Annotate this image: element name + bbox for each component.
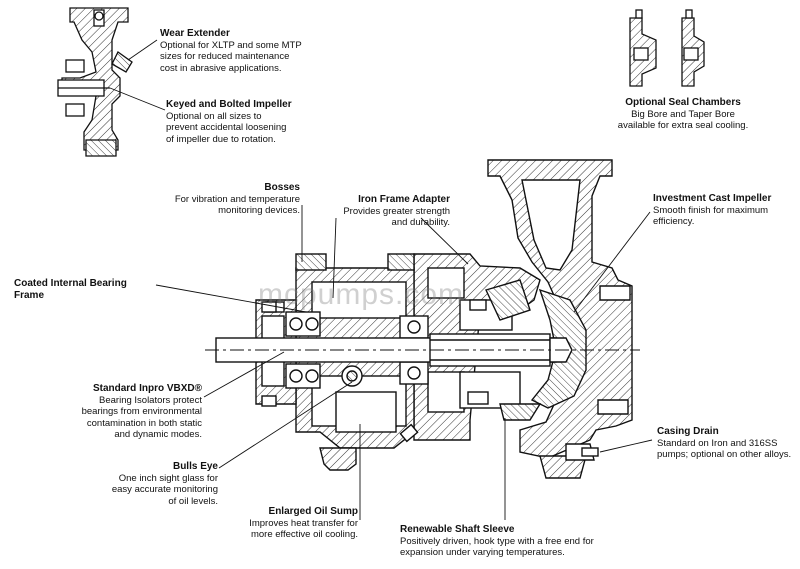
callout-title: Keyed and Bolted Impeller	[166, 99, 292, 110]
callout-seal-chambers: Optional Seal Chambers Big Bore and Tape…	[598, 97, 768, 132]
callout-line: Smooth finish for maximum	[653, 204, 769, 216]
callout-enlarged-oil-sump: Enlarged Oil Sump Improves heat transfer…	[218, 506, 358, 541]
inset-impeller-detail	[57, 7, 133, 157]
callout-line: Optional for XLTP and some MTP	[160, 39, 302, 51]
callout-title: Coated Internal Bearing Frame	[14, 278, 127, 301]
callout-line: One inch sight glass for	[118, 472, 218, 484]
callout-line: expansion under varying temperatures.	[400, 547, 565, 558]
callout-line: Improves heat transfer for	[249, 517, 358, 529]
callout-line: and durability.	[391, 217, 450, 228]
callout-line: cost in abrasive applications.	[160, 62, 282, 74]
callout-line: sizes for reduced maintenance	[160, 51, 290, 62]
callout-bulls-eye: Bulls Eye One inch sight glass for easy …	[90, 461, 218, 507]
callout-investment-cast-impeller: Investment Cast Impeller Smooth finish f…	[653, 193, 798, 228]
callout-title: Casing Drain	[657, 426, 719, 437]
callout-line: contamination in both static	[86, 417, 202, 429]
callout-title: Standard Inpro VBXD®	[92, 383, 202, 394]
callout-line: monitoring devices.	[218, 205, 300, 216]
callout-line: easy accurate monitoring	[111, 484, 218, 495]
callout-wear-extender: Wear Extender Optional for XLTP and some…	[160, 28, 340, 74]
callout-title: Iron Frame Adapter	[358, 194, 450, 205]
callout-line: of impeller due to rotation.	[166, 133, 276, 145]
callout-title: Renewable Shaft Sleeve	[400, 524, 515, 535]
callout-title: Enlarged Oil Sump	[268, 506, 358, 517]
callout-title: Wear Extender	[160, 28, 230, 39]
callout-line: Standard on Iron and 316SS	[657, 437, 778, 449]
callout-casing-drain: Casing Drain Standard on Iron and 316SS …	[657, 426, 797, 461]
callout-line: Positively driven, hook type with a free…	[400, 535, 594, 547]
callout-keyed-impeller: Keyed and Bolted Impeller Optional on al…	[166, 99, 341, 145]
callout-title: Optional Seal Chambers	[625, 97, 741, 108]
callout-line: Bearing Isolators protect	[99, 394, 202, 406]
callout-line: pumps; optional on other alloys.	[657, 449, 792, 460]
callout-line: of oil levels.	[168, 495, 218, 507]
watermark-text: mcpumps.com	[258, 278, 465, 311]
callout-inpro-vbxd: Standard Inpro VBXD® Bearing Isolators p…	[40, 383, 202, 441]
inset-seal-chambers	[629, 9, 705, 87]
callout-line: Big Bore and Taper Bore	[631, 108, 735, 120]
callout-bosses: Bosses For vibration and temperature mon…	[160, 182, 300, 217]
callout-title: Bulls Eye	[172, 461, 218, 472]
callout-line: more effective oil cooling.	[250, 529, 358, 540]
callout-coated-bearing-frame: Coated Internal Bearing Frame	[14, 278, 159, 301]
callout-line: efficiency.	[653, 216, 695, 227]
callout-title: Bosses	[264, 182, 300, 193]
callout-line: prevent accidental loosening	[166, 122, 287, 133]
callout-title: Investment Cast Impeller	[653, 193, 772, 204]
callout-iron-frame-adapter: Iron Frame Adapter Provides greater stre…	[326, 194, 450, 229]
callout-line: For vibration and temperature	[174, 193, 300, 205]
callout-line: bearings from environmental	[81, 406, 202, 417]
callout-line: Provides greater strength	[343, 205, 450, 217]
callout-renewable-shaft-sleeve: Renewable Shaft Sleeve Positively driven…	[400, 524, 630, 559]
callout-line: available for extra seal cooling.	[617, 120, 749, 131]
callout-leader-lines	[109, 39, 653, 520]
callout-line: and dynamic modes.	[114, 429, 202, 440]
callout-line: Optional on all sizes to	[166, 110, 262, 122]
